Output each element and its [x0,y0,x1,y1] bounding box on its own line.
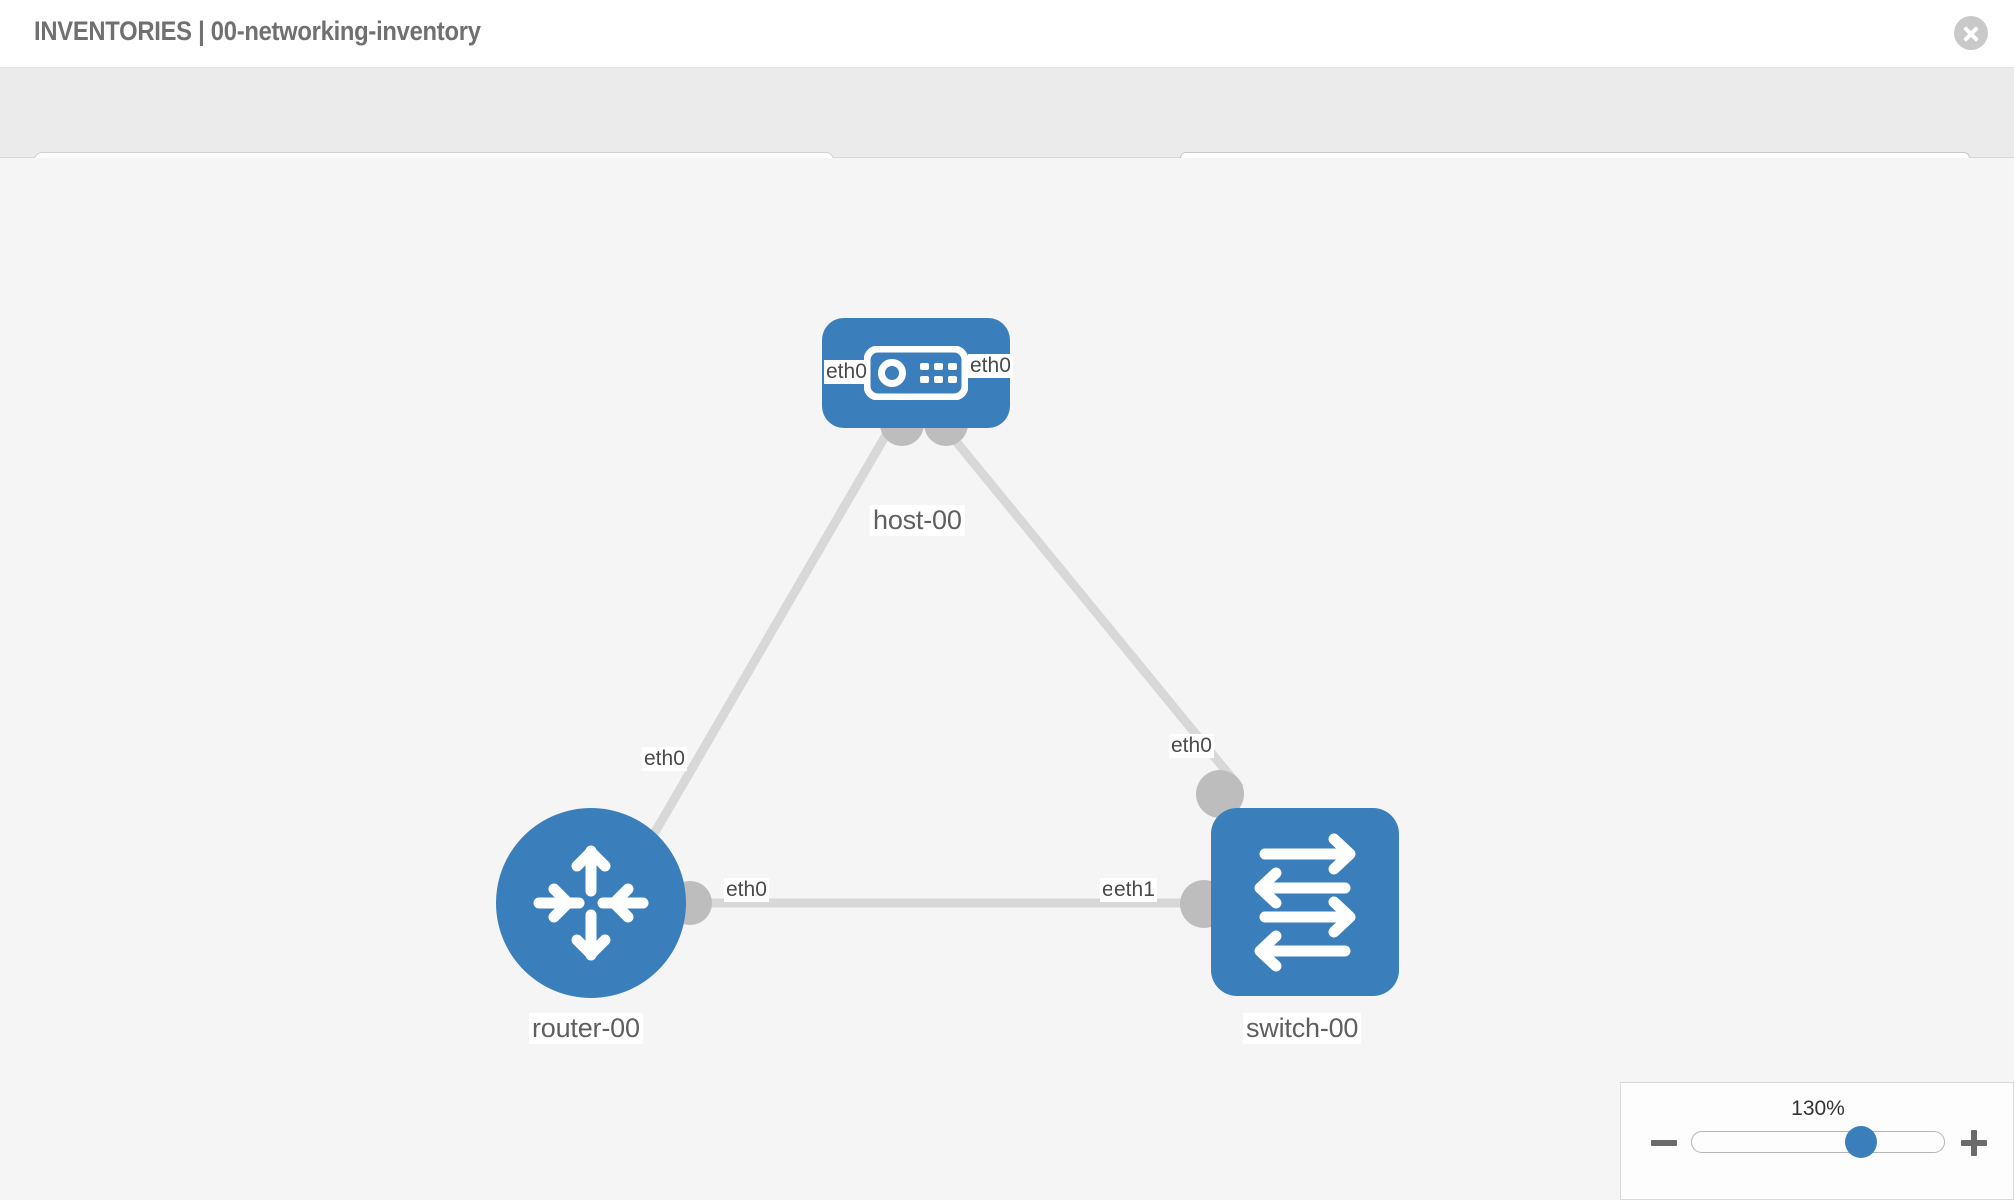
zoom-slider[interactable] [1691,1126,1945,1158]
zoom-level-value: 130% [1791,1097,1845,1120]
topology-links [636,425,1244,908]
server-icon [864,346,968,400]
link-host-switch [941,425,1244,791]
node-switch-00-label: switch-00 [1243,1013,1362,1044]
node-switch-00[interactable]: switch-00 [1211,808,1399,1044]
iface-label-switch-up: eth0 [1169,734,1214,758]
iface-label-switch-left-b: eth1 [1112,878,1157,902]
node-router-00-shape [496,808,686,998]
zoom-out-button[interactable] [1649,1128,1679,1158]
page-title: INVENTORIES | 00-networking-inventory [34,16,481,46]
iface-label-host-right: eth0 [968,354,1013,378]
iface-label-host-left: eth0 [824,360,869,384]
zoom-in-button[interactable] [1959,1128,1989,1158]
node-host-00-label: host-00 [870,505,965,536]
iface-label-router-up: eth0 [642,747,687,771]
router-icon [533,845,649,961]
topology-canvas[interactable]: host-00 router-00 [0,158,2014,1200]
zoom-slider-thumb[interactable] [1844,1126,1877,1158]
switch-icon [1254,833,1356,972]
node-switch-00-shape [1211,808,1399,996]
close-icon[interactable] [1954,16,1988,50]
node-router-00[interactable]: router-00 [496,808,686,1044]
iface-label-router-right: eth0 [724,878,769,902]
page-header: INVENTORIES | 00-networking-inventory [0,0,2014,68]
zoom-control-panel: 130% [1620,1082,2014,1200]
toolbar: ACTIONS SEARCH [0,68,2014,200]
node-router-00-label: router-00 [529,1013,643,1044]
link-router-host [636,425,894,861]
